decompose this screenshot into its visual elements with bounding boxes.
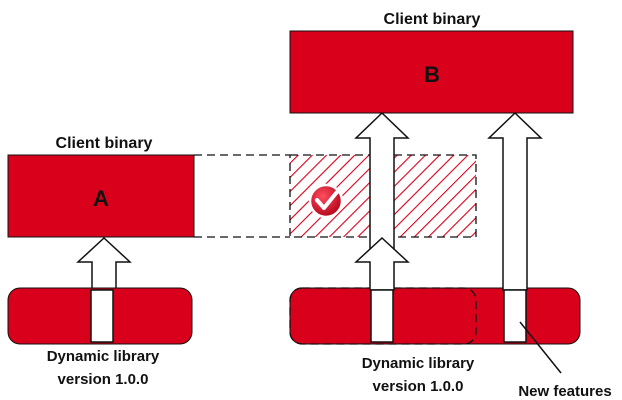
right-library-new-features-slot xyxy=(503,289,527,343)
right-old-interface-arrow-lower xyxy=(354,236,410,291)
left-library-label-line1: Dynamic library xyxy=(47,348,160,365)
new-features-pointer-line xyxy=(519,321,562,374)
checkmark-badge-icon xyxy=(308,183,344,219)
right-library-label-line1: Dynamic library xyxy=(362,355,475,372)
right-client-binary-box-b xyxy=(289,30,574,114)
left-dependency-arrow xyxy=(76,236,132,291)
right-new-features-arrow xyxy=(487,111,543,291)
new-features-label: New features xyxy=(518,383,611,400)
box-a-label: A xyxy=(93,186,109,211)
left-client-binary-title: Client binary xyxy=(56,135,153,152)
right-client-binary-title: Client binary xyxy=(384,11,481,28)
box-b-label: B xyxy=(424,62,440,87)
right-dynamic-library-bar xyxy=(289,287,581,345)
right-library-old-interface-slot xyxy=(370,289,394,343)
left-client-binary-box-a xyxy=(7,154,195,238)
left-library-label-line2: version 1.0.0 xyxy=(58,371,149,388)
left-library-interface-slot xyxy=(90,289,114,343)
right-library-label-line2: version 1.0.0 xyxy=(373,378,464,395)
